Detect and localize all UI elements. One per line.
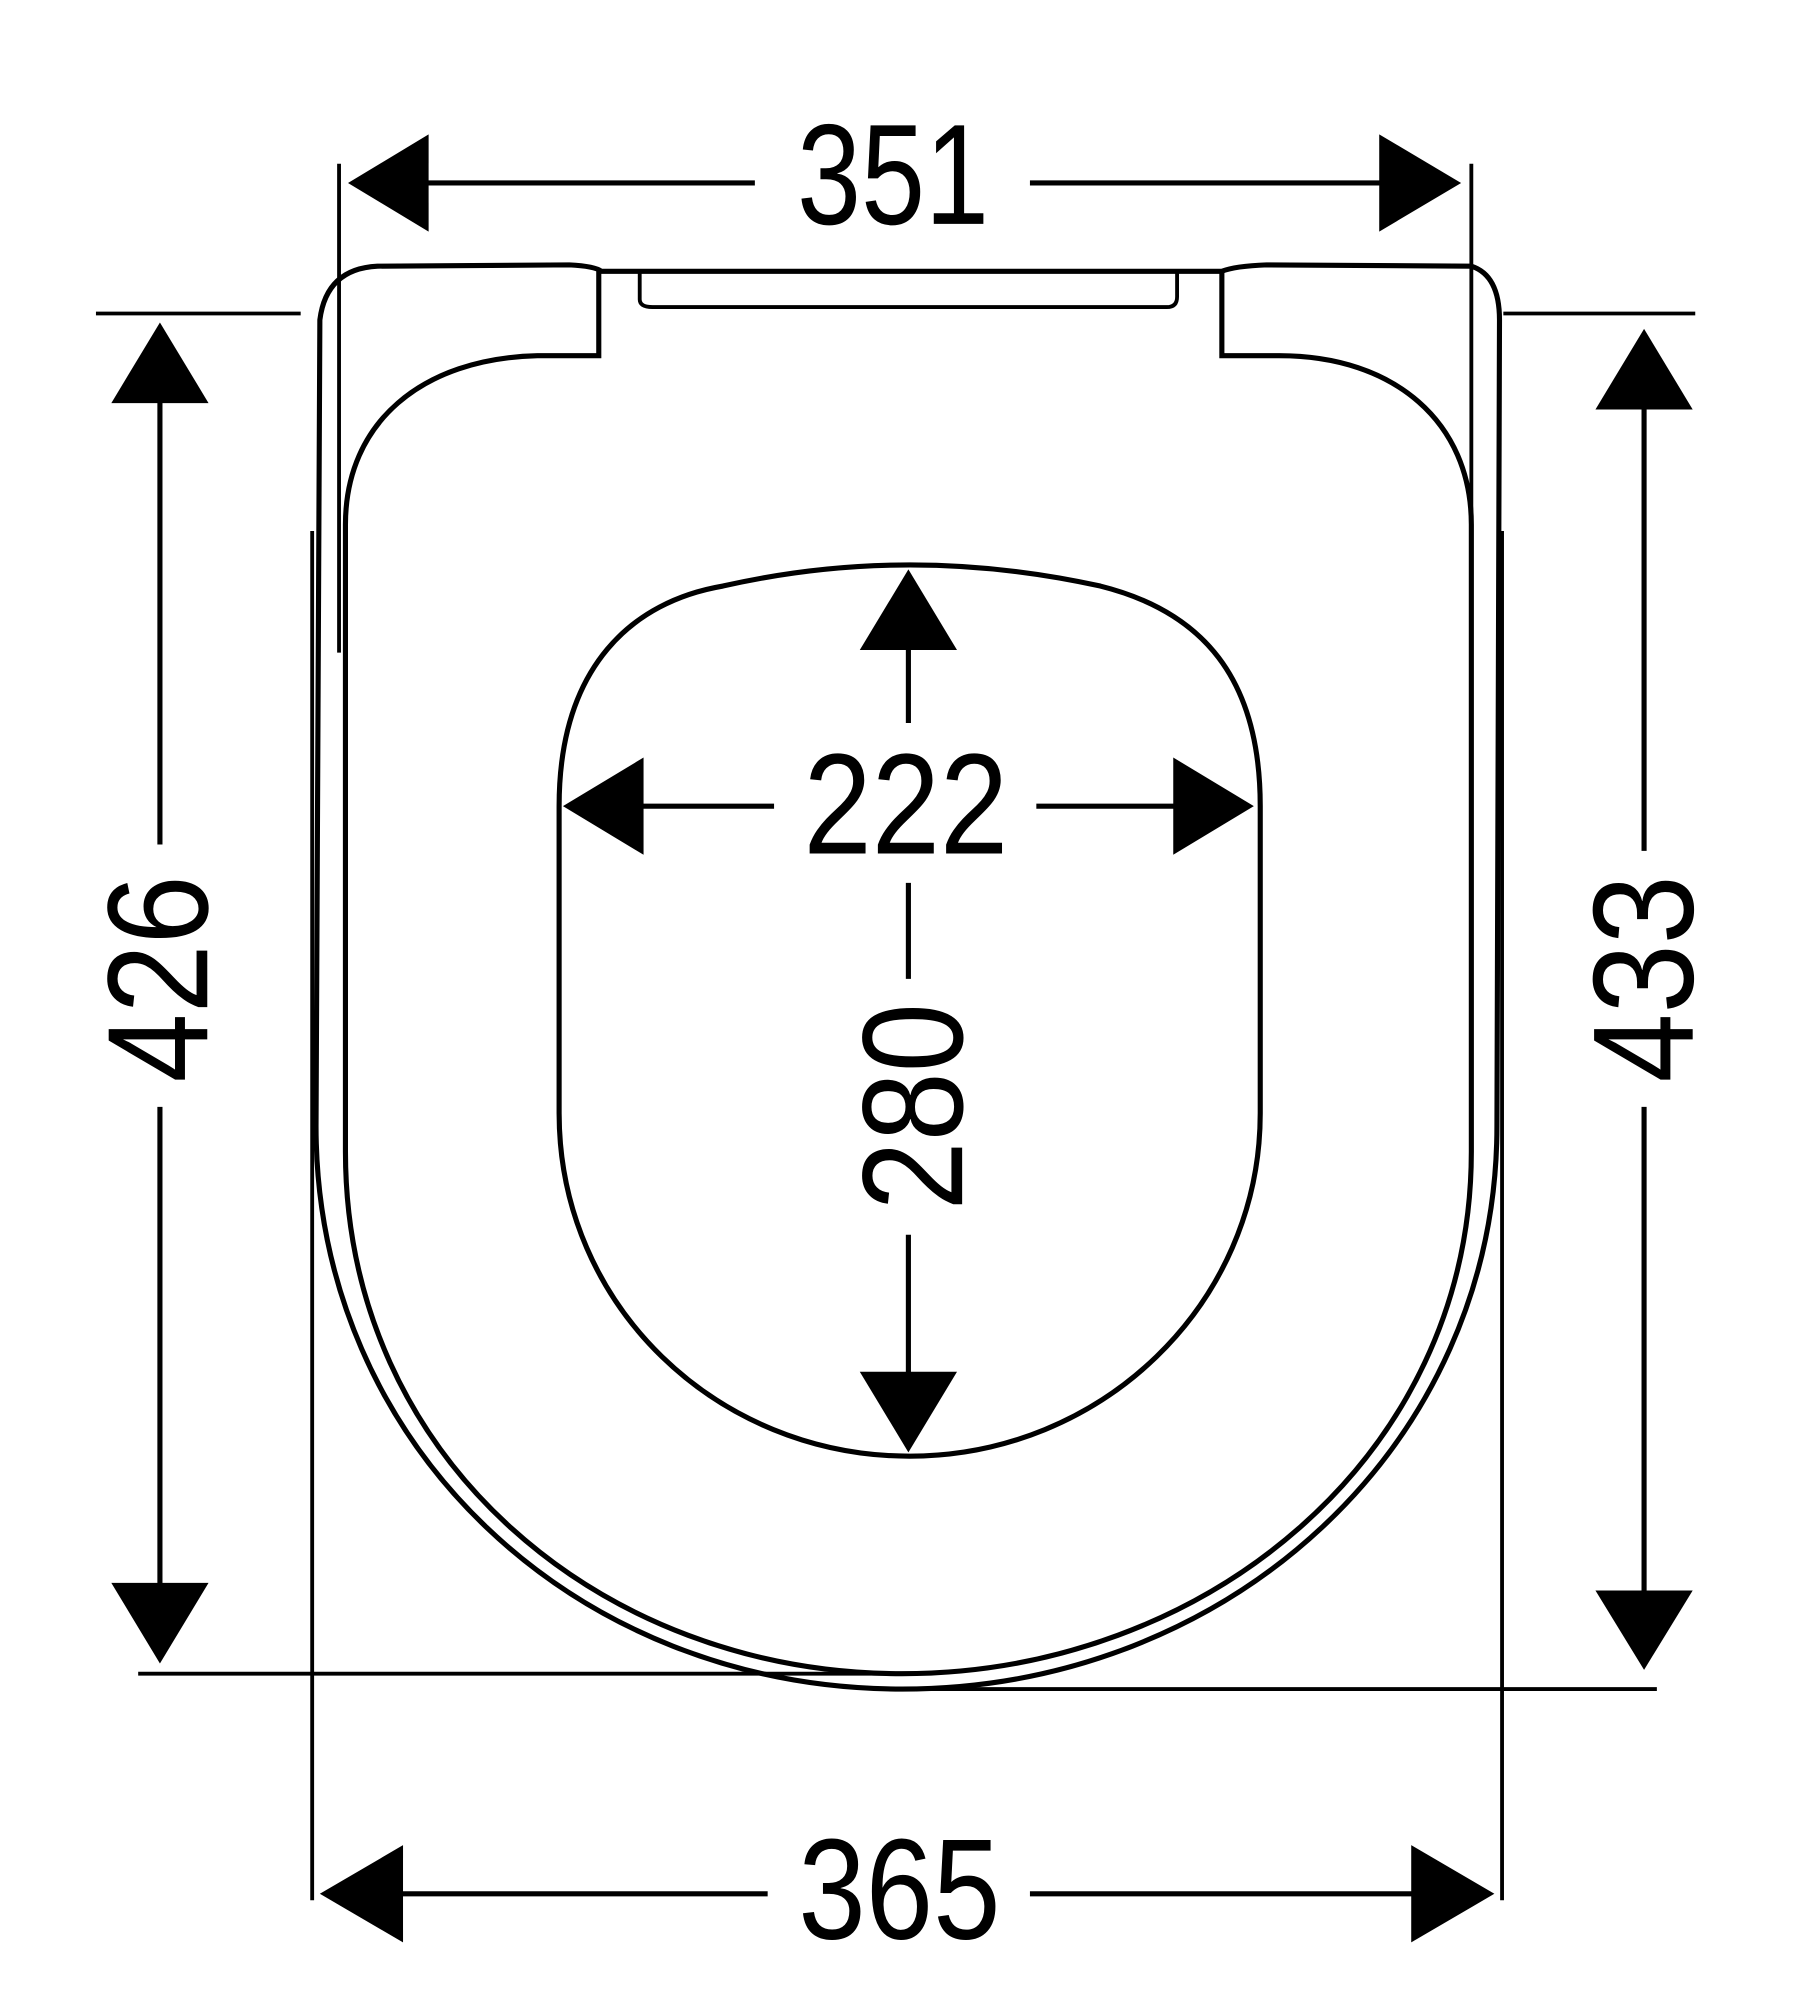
svg-text:222: 222 bbox=[803, 724, 1008, 884]
dimension-bottom-width: 365 bbox=[319, 1810, 1495, 1970]
lid-inner-outline bbox=[342, 271, 1474, 1677]
arrow-down-icon bbox=[111, 1582, 209, 1664]
svg-text:351: 351 bbox=[797, 95, 989, 255]
dimension-opening-length: 280 bbox=[833, 569, 993, 1453]
extension-lines bbox=[95, 163, 1696, 1901]
svg-text:426: 426 bbox=[78, 875, 238, 1082]
arrow-up-icon bbox=[1595, 328, 1693, 410]
dimension-top-width: 351 bbox=[348, 95, 1462, 255]
hinge-bar bbox=[637, 271, 1179, 310]
dimension-right-length: 433 bbox=[1564, 328, 1724, 1670]
svg-text:280: 280 bbox=[833, 1003, 993, 1210]
svg-text:365: 365 bbox=[798, 1810, 1000, 1970]
seat-outer-outline bbox=[313, 262, 1503, 1692]
arrow-right-icon bbox=[1173, 757, 1254, 855]
arrow-down-icon bbox=[1595, 1590, 1693, 1670]
arrow-down-icon bbox=[859, 1371, 958, 1453]
dimension-left-length: 426 bbox=[78, 322, 238, 1664]
arrow-up-icon bbox=[111, 322, 209, 404]
dimension-opening-width: 222 bbox=[562, 724, 1254, 884]
arrow-right-icon bbox=[1411, 1845, 1495, 1943]
arrow-left-icon bbox=[562, 757, 644, 855]
arrow-left-icon bbox=[319, 1845, 404, 1943]
seat-opening-outline bbox=[556, 562, 1263, 1459]
arrow-right-icon bbox=[1379, 134, 1462, 232]
arrow-up-icon bbox=[859, 569, 958, 651]
svg-text:433: 433 bbox=[1564, 875, 1724, 1082]
arrow-left-icon bbox=[348, 134, 429, 232]
